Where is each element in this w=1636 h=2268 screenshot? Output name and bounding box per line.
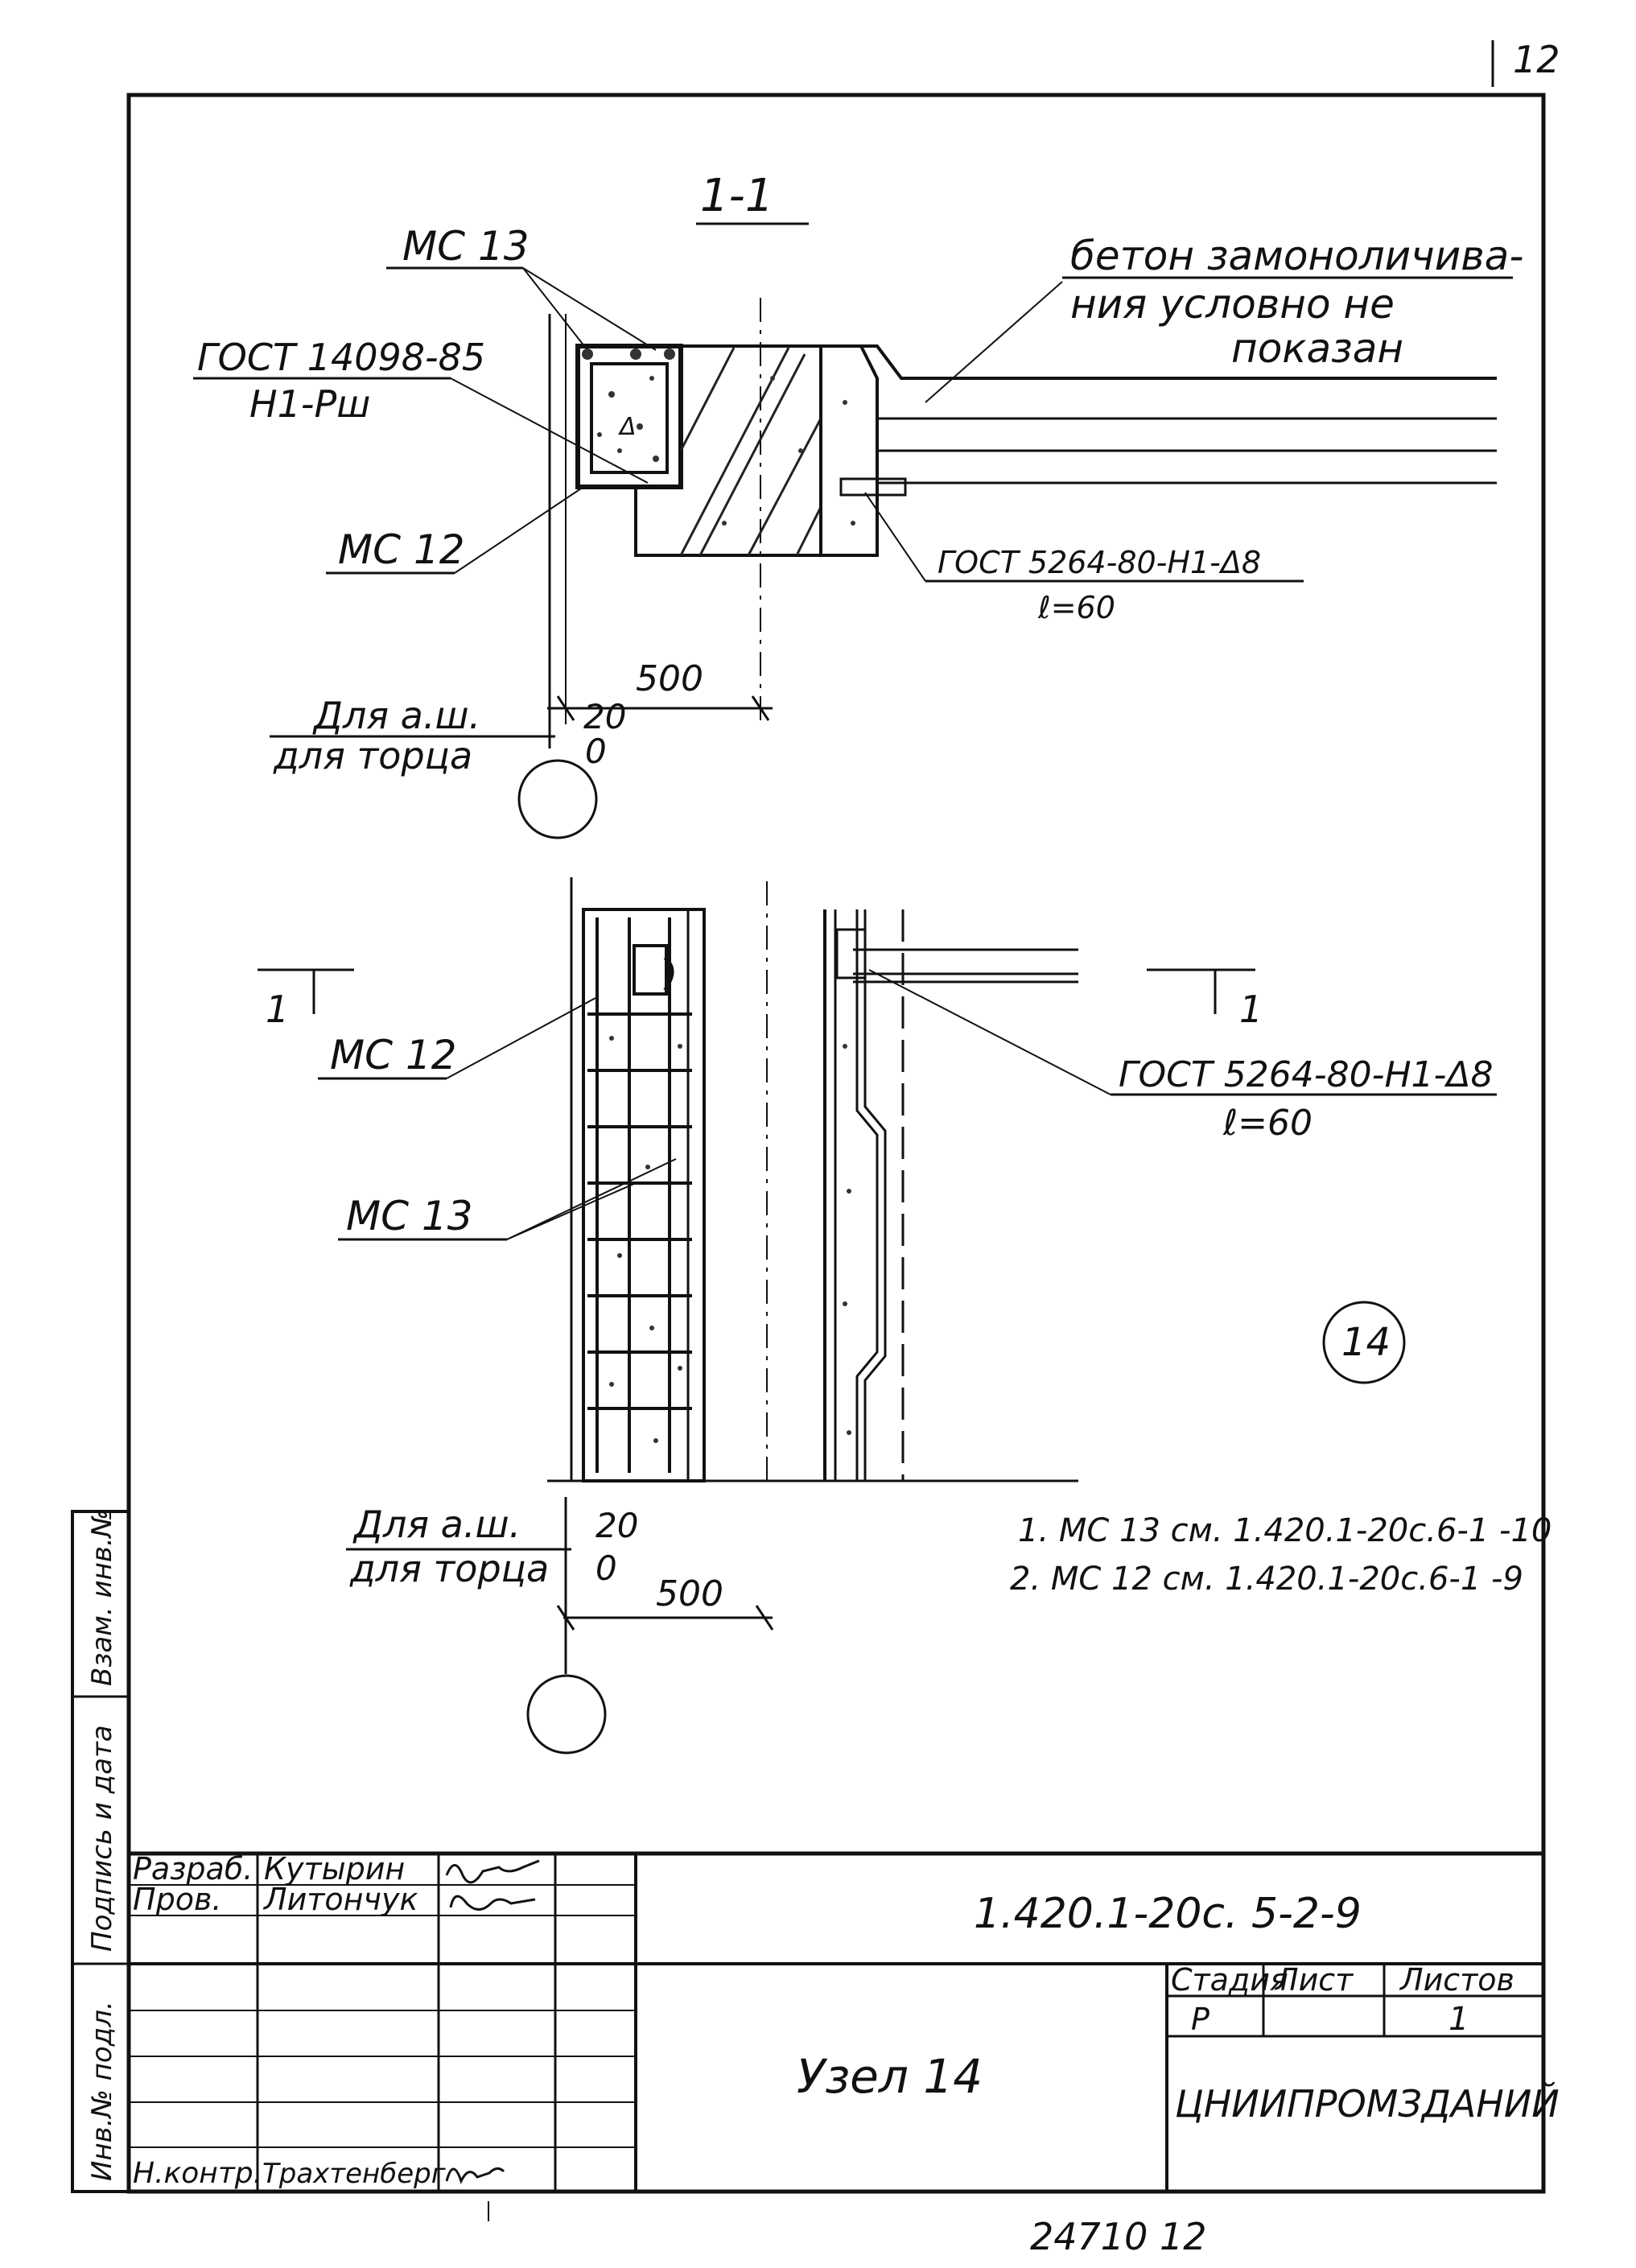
label-mc13-top: МС 13 [402,223,530,270]
sheet-header: Лист [1274,1962,1354,1998]
node-number: 14 [1341,1320,1391,1365]
concrete-note-line-3: показан [1231,325,1403,372]
signature-3 [445,2167,505,2184]
note-1: 1. МС 13 см. 1.420.1-20с.6-1 -10 [1018,1512,1552,1549]
axis-bubble-elev [526,1674,607,1755]
val-0-elev: 0 [595,1548,617,1588]
dim-500-top: 500 [636,658,703,699]
side-stamp-replace: Взам. инв.№ [86,1509,118,1686]
label-mc12-top: МС 12 [338,526,465,573]
page-corner-number: 12 [1513,38,1560,81]
side-stamp-sign: Подпись и дата [86,1725,118,1952]
for-end-elev: для торца [349,1547,549,1590]
title-block [126,1851,1546,2194]
hatch-pattern [679,347,822,556]
stage-header: Стадия [1171,1962,1288,1998]
l60-top: ℓ=60 [1037,590,1115,625]
label-mc12-elev: МС 12 [330,1032,457,1078]
section-title: 1-1 [700,170,773,222]
signature-1 [445,1859,540,1884]
section-mark-right: 1 [1239,988,1263,1031]
val-20-elev: 20 [595,1506,638,1545]
drawing-title: Узел 14 [797,2049,983,2104]
row-name-1: Кутырин [264,1851,405,1887]
row-role-3: Н.контр. [133,2157,262,2190]
for-end-top: для торца [273,734,472,777]
label-mc13-elev: МС 13 [346,1193,473,1239]
for-as-elev: Для а.ш. [352,1503,521,1546]
axis-bubble-top [517,759,598,839]
stage-value: Р [1191,2002,1209,2037]
sheets-value: 1 [1448,2001,1469,2038]
organization: ЦНИИПРОМЗДАНИЙ [1175,2082,1560,2126]
concrete-note-line-2: ния условно не [1070,281,1395,328]
val-20-top: 20 [583,697,626,736]
row-role-2: Пров. [133,1882,221,1917]
signature-2 [449,1895,536,1911]
dim-500-elev: 500 [656,1573,723,1614]
concrete-note-line-1: бетон замоноличива- [1070,233,1523,279]
for-as-top: Для а.ш. [312,694,480,737]
section-mark-left: 1 [266,988,289,1031]
gost-14098: ГОСТ 14098-85 [197,336,485,379]
row-name-2: Литончук [262,1882,418,1917]
h1-pw: Н1-Рш [249,382,370,426]
svg-text:Δ: Δ [618,413,637,441]
node-circle [1322,1301,1406,1384]
side-stamp: Инв.№ подл. Подпись и дата Взам. инв.№ [71,1509,130,2193]
bottom-number: 24710 12 [1030,2215,1207,2258]
row-role-1: Разраб. [133,1851,253,1887]
side-stamp-inv: Инв.№ подл. [86,2001,118,2181]
val-0-top: 0 [585,732,607,771]
sheets-header: Листов [1399,1962,1514,1998]
l60-elev: ℓ=60 [1222,1103,1313,1144]
gost-5264-top: ГОСТ 5264-80-Н1-Δ8 [938,545,1261,580]
gost-5264-elev: ГОСТ 5264-80-Н1-Δ8 [1119,1054,1494,1095]
mesh-bars [587,1012,692,1410]
document-code: 1.420.1-20с. 5-2-9 [974,1890,1362,1938]
row-name-3: Трахтенберг [262,2158,447,2190]
note-2: 2. МС 12 см. 1.420.1-20с.6-1 -9 [1010,1561,1523,1598]
